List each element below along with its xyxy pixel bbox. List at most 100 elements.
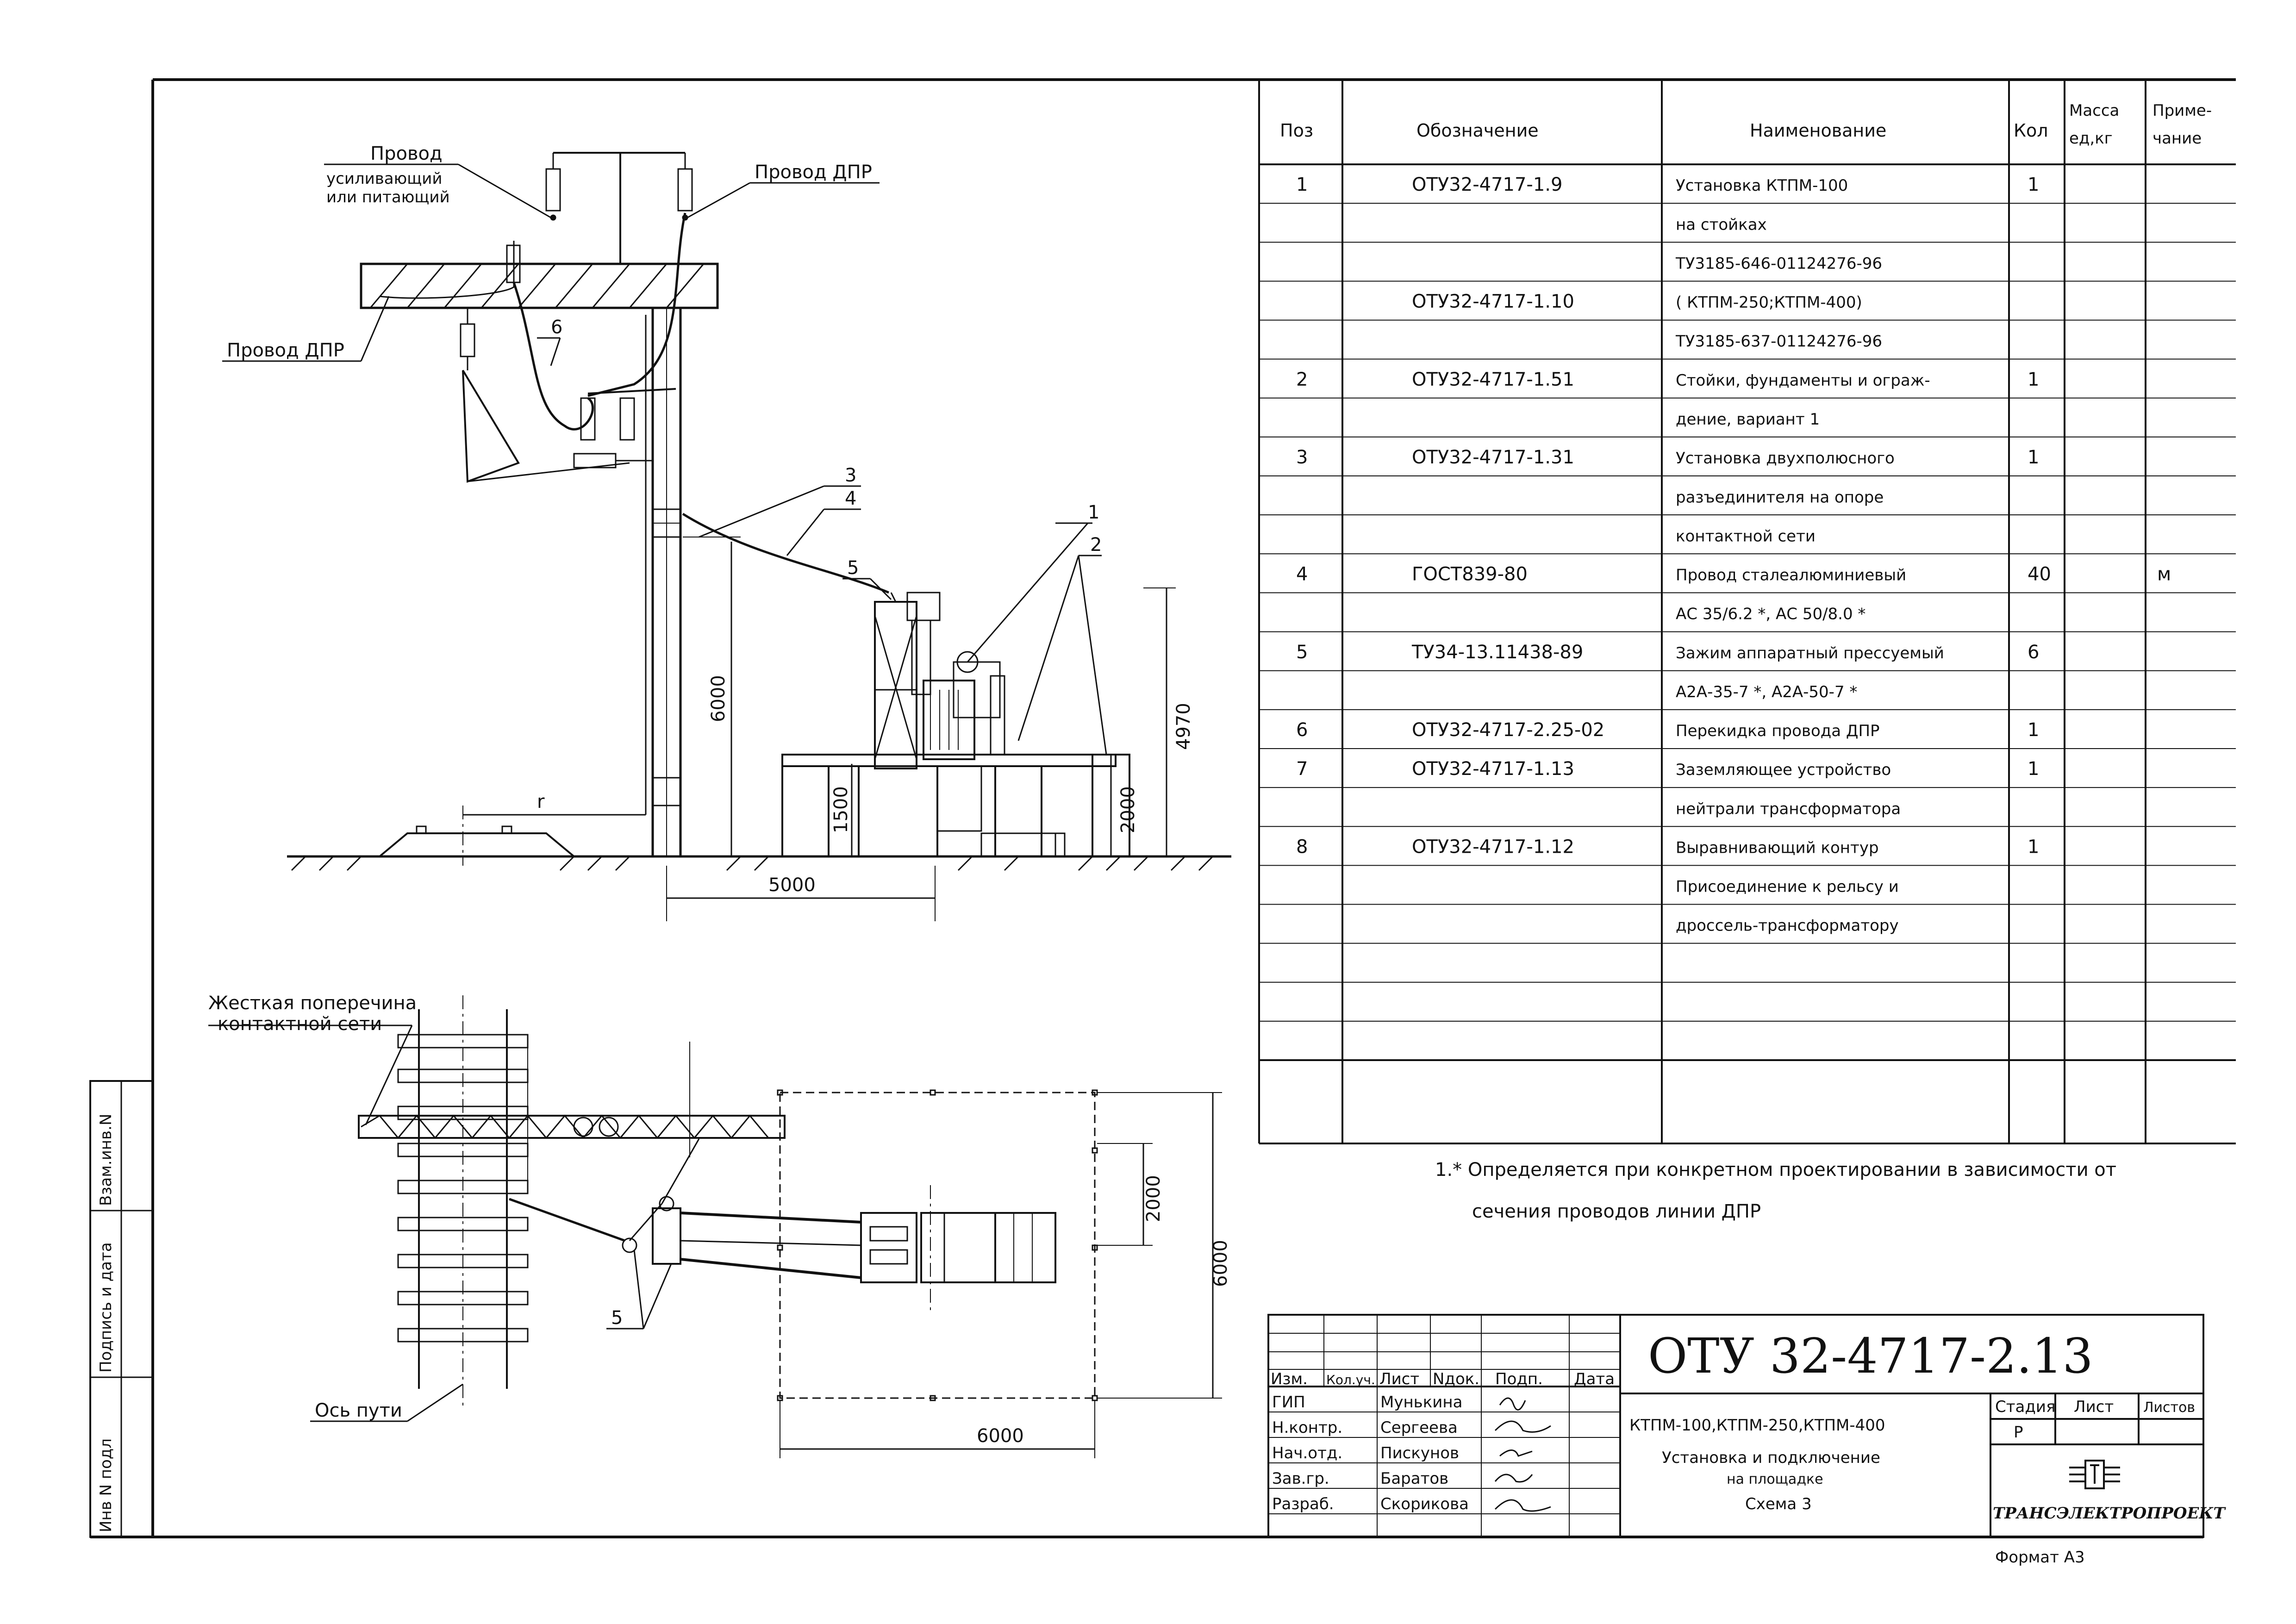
- cell-pos: 6: [1296, 719, 1308, 741]
- cell-designation: ТУ34-13.11438-89: [1411, 642, 1583, 663]
- cell-note: м: [2157, 564, 2171, 585]
- desc-line-3: на площадке: [1727, 1471, 1823, 1487]
- tb-person-name: Баратов: [1380, 1469, 1448, 1488]
- plan-labels: Жесткая поперечина контактной сети Ось п…: [208, 993, 1231, 1447]
- cell-designation: ГОСТ839-80: [1412, 564, 1528, 585]
- cell-designation: ОТУ32-4717-1.31: [1412, 447, 1574, 468]
- cell-qty: 1: [2028, 836, 2039, 857]
- cell-name: А2А-35-7 *, А2А-50-7 *: [1676, 683, 1857, 701]
- cell-name: Перекидка провода ДПР: [1676, 722, 1880, 740]
- callout-wire-reinforcing-2: усиливающий: [326, 169, 442, 188]
- dim-2000-plan: 2000: [1143, 1175, 1164, 1222]
- cell-pos: 1: [1296, 174, 1308, 195]
- format-label: Формат А3: [1995, 1548, 2085, 1567]
- mark-2: 2: [1090, 534, 1102, 556]
- mark-6: 6: [551, 317, 562, 338]
- plan-view: [208, 995, 1222, 1458]
- cell-name: Заземляющее устройство: [1676, 761, 1891, 779]
- tb-col-ndok: Nдок.: [1433, 1370, 1479, 1388]
- spec-table: Поз Обозначение Наименование Кол Масса е…: [1258, 80, 2236, 1144]
- org-name: ТРАНСЭЛЕКТРОПРОЕКТ: [1993, 1504, 2226, 1523]
- mark-5-plan: 5: [611, 1307, 623, 1329]
- stamp-signature-date: Подпись и дата: [97, 1242, 115, 1373]
- callout-wire-reinforcing-3: или питающий: [326, 188, 450, 206]
- mark-3: 3: [845, 465, 856, 486]
- cell-qty: 1: [2028, 369, 2039, 390]
- cell-pos: 3: [1296, 447, 1308, 468]
- signatures: [1494, 1397, 1551, 1512]
- elevation-view: [222, 152, 1231, 921]
- desc-line-4: Схема 3: [1745, 1495, 1812, 1513]
- cell-name: дроссель-трансформатору: [1676, 917, 1899, 935]
- tb-person-name: Мунькина: [1380, 1393, 1462, 1412]
- doc-code: ОТУ 32-4717-2.13: [1648, 1328, 2093, 1384]
- cell-designation: ОТУ32-4717-1.12: [1412, 836, 1574, 857]
- cell-name: Выравнивающий контур: [1676, 838, 1879, 857]
- dim-5000: 5000: [768, 874, 816, 896]
- cell-qty: 40: [2028, 564, 2051, 585]
- cell-name: Стойки, фундаменты и ограж-: [1676, 371, 1930, 390]
- tb-col-list: Лист: [1379, 1370, 1419, 1388]
- cell-pos: 2: [1296, 369, 1308, 390]
- header-note-2: чание: [2152, 129, 2202, 148]
- cell-name: дение, вариант 1: [1676, 410, 1820, 429]
- callout-rigid-crossbar-1: Жесткая поперечина: [208, 993, 417, 1014]
- tb-role: Нач.отд.: [1272, 1444, 1342, 1462]
- stage-value: Р: [2014, 1423, 2023, 1442]
- desc-line-2: Установка и подключение: [1662, 1449, 1880, 1467]
- cell-pos: 7: [1296, 758, 1308, 780]
- cell-name: контактной сети: [1676, 527, 1816, 545]
- dim-6000-plan-v: 6000: [1210, 1240, 1231, 1287]
- stamp-vzam-inv: Взам.инв.N: [97, 1114, 115, 1206]
- callout-wire-reinforcing-1: Провод: [370, 143, 443, 164]
- tb-role: ГИП: [1272, 1393, 1305, 1412]
- tb-col-data: Дата: [1574, 1370, 1615, 1388]
- tb-role: Зав.гр.: [1272, 1469, 1329, 1488]
- dim-1500: 1500: [830, 786, 852, 833]
- header-mass-2: ед,кг: [2069, 129, 2113, 148]
- dim-6000-plan-h: 6000: [977, 1425, 1024, 1447]
- dim-r: r: [537, 791, 545, 812]
- tb-col-izm: Изм.: [1271, 1370, 1308, 1388]
- header-qty: Кол: [2014, 120, 2048, 141]
- callout-wire-dpr-right: Провод ДПР: [755, 162, 872, 183]
- cell-qty: 1: [2028, 719, 2039, 741]
- cell-name: Установка двухполюсного: [1676, 449, 1895, 468]
- callout-wire-dpr-left: Провод ДПР: [227, 340, 344, 361]
- dim-2000-elev: 2000: [1117, 786, 1139, 833]
- cell-name: на стойках: [1676, 215, 1767, 234]
- cell-name: АС 35/6.2 *, АС 50/8.0 *: [1676, 605, 1866, 624]
- cell-qty: 1: [2028, 447, 2039, 468]
- cell-designation: ОТУ32-4717-1.51: [1412, 369, 1574, 390]
- cell-name: Провод сталеалюминиевый: [1676, 566, 1906, 585]
- cell-name: Установка КТПМ-100: [1676, 176, 1848, 195]
- tb-person-name: Сергеева: [1380, 1418, 1458, 1437]
- cell-name: ТУ3185-637-01124276-96: [1675, 332, 1882, 351]
- footnote-line-2: сечения проводов линии ДПР: [1472, 1201, 1761, 1222]
- mark-5: 5: [847, 557, 859, 579]
- cell-pos: 5: [1296, 642, 1308, 663]
- mark-4: 4: [845, 488, 856, 509]
- cell-pos: 8: [1296, 836, 1308, 857]
- sheets-label: Листов: [2143, 1399, 2195, 1416]
- cell-designation: ОТУ32-4717-1.13: [1412, 758, 1574, 780]
- cell-qty: 1: [2028, 174, 2039, 195]
- footnote-line-1: 1.* Определяется при конкретном проектир…: [1435, 1159, 2116, 1181]
- callout-track-axis: Ось пути: [315, 1400, 402, 1421]
- stage-label: Стадия: [1995, 1398, 2055, 1416]
- mark-1: 1: [1088, 502, 1099, 523]
- cell-pos: 4: [1296, 564, 1308, 585]
- org-logo-icon: [2069, 1460, 2120, 1489]
- cell-designation: ОТУ32-4717-1.9: [1412, 174, 1562, 195]
- elevation-labels: Провод усиливающий или питающий Провод Д…: [227, 143, 1194, 896]
- header-mass-1: Масса: [2069, 101, 2119, 120]
- cell-name: Зажим аппаратный прессуемый: [1676, 644, 1944, 662]
- cell-designation: ОТУ32-4717-1.10: [1412, 291, 1574, 312]
- header-designation: Обозначение: [1416, 120, 1539, 141]
- cell-qty: 6: [2028, 642, 2039, 663]
- header-pos: Поз: [1280, 120, 1313, 141]
- side-stamp: Инв N подл Подпись и дата Взам.инв.N: [89, 1080, 154, 1538]
- footnote: 1.* Определяется при конкретном проектир…: [1435, 1159, 2116, 1222]
